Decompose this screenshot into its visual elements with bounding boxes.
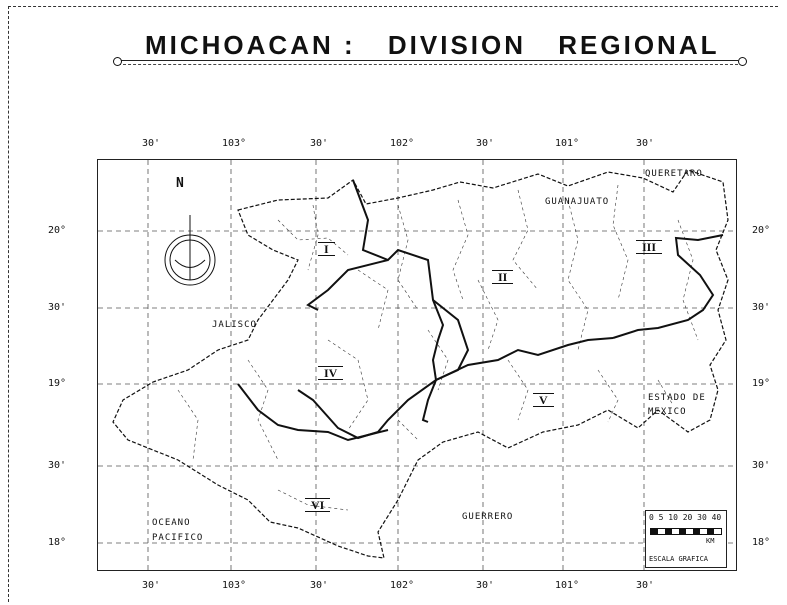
bottom-tick-2: 103° [222,580,247,591]
map-drawing [98,160,736,570]
region-label-2: II [492,270,514,284]
map-frame [97,159,737,571]
top-tick-4: 102° [390,138,415,149]
north-label: N [176,176,185,191]
left-lat-3: 19° [48,378,67,389]
region-label-3: III [636,240,663,254]
compass-rose [164,215,216,286]
right-lat-5: 18° [752,537,771,548]
bottom-tick-3: 30' [310,580,329,591]
label-guanajuato: GUANAJUATO [545,197,610,207]
region-label-4: IV [318,366,344,380]
top-tick-2: 103° [222,138,247,149]
bottom-tick-4: 102° [390,580,415,591]
region-label-5: V [533,393,554,407]
label-oceano: OCEANO [152,518,191,528]
label-estado: ESTADO DE [648,393,706,403]
label-pacifico: PACIFICO [152,533,204,543]
left-lat-2: 30' [48,302,67,313]
michoacan-outline [112,169,729,559]
graticule [98,160,736,570]
label-mexico: MEXICO [648,407,687,417]
top-tick-1: 30' [142,138,161,149]
scale-bar [650,528,722,535]
scale-legend: 0 5 10 20 30 40 KM ESCALA GRAFICA [645,510,727,568]
top-tick-3: 30' [310,138,329,149]
right-lat-2: 30' [752,302,771,313]
top-tick-7: 30' [636,138,655,149]
scale-numbers: 0 5 10 20 30 40 [649,513,722,522]
title-part-1: MICHOACAN : [145,30,356,60]
bottom-tick-6: 101° [555,580,580,591]
region-label-1: I [318,242,335,256]
label-queretaro: QUERETARO [645,169,703,179]
page-border [8,6,778,602]
label-guerrero: GUERRERO [462,512,514,522]
bottom-tick-5: 30' [476,580,495,591]
bottom-tick-1: 30' [142,580,161,591]
title-part-2: DIVISION [387,30,527,60]
title-underline [118,60,738,65]
region-label-6: VI [305,498,331,512]
top-tick-6: 101° [555,138,580,149]
map-title: MICHOACAN : DIVISION REGIONAL [145,30,742,61]
regional-boundaries [237,179,724,442]
label-jalisco: JALISCO [212,320,257,330]
title-part-3: REGIONAL [558,30,720,60]
left-lat-1: 20° [48,225,67,236]
scale-caption: ESCALA GRAFICA [649,555,709,563]
left-lat-5: 18° [48,537,67,548]
right-lat-1: 20° [752,225,771,236]
title-dot-left [113,57,122,66]
left-lat-4: 30' [48,460,67,471]
bottom-tick-7: 30' [636,580,655,591]
municipal-lines [177,184,699,511]
scale-unit: KM [706,537,715,545]
right-lat-4: 30' [752,460,771,471]
top-tick-5: 30' [476,138,495,149]
right-lat-3: 19° [752,378,771,389]
title-dot-right [738,57,747,66]
